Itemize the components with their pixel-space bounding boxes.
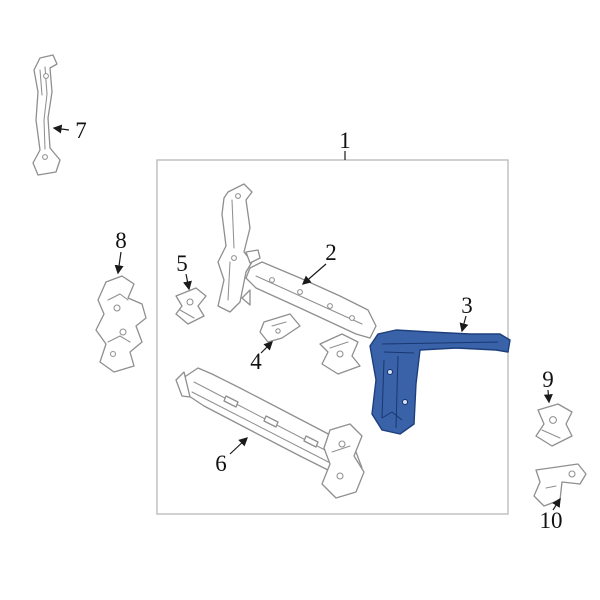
leader-line-2 xyxy=(301,263,327,285)
part-4-drawing[interactable] xyxy=(259,313,301,343)
leader-line-10 xyxy=(552,497,561,511)
leader-line-6 xyxy=(229,437,248,455)
assembly-center-bracket-drawing xyxy=(319,333,361,375)
callout-7[interactable]: 7 xyxy=(75,118,87,143)
part-2-drawing[interactable] xyxy=(241,261,377,339)
callout-2[interactable]: 2 xyxy=(325,240,337,265)
part-10-drawing[interactable] xyxy=(533,463,587,507)
callout-1[interactable]: 1 xyxy=(339,128,351,153)
callout-6[interactable]: 6 xyxy=(215,451,227,476)
leader-line-7 xyxy=(52,124,70,134)
part-5-drawing[interactable] xyxy=(175,287,207,325)
callout-10[interactable]: 10 xyxy=(540,508,563,533)
callout-3[interactable]: 3 xyxy=(461,293,473,318)
leader-line-4 xyxy=(260,341,273,354)
assembly-boundary-box xyxy=(156,159,509,515)
part-3-drawing[interactable] xyxy=(369,329,511,435)
leader-line-5 xyxy=(183,273,192,291)
leader-line-3 xyxy=(459,315,469,333)
part-7-drawing[interactable] xyxy=(32,54,61,176)
assembly-pillar-drawing xyxy=(217,183,261,313)
leader-line-8 xyxy=(114,251,124,275)
assembly-lower-bracket-drawing xyxy=(321,423,365,499)
callout-5[interactable]: 5 xyxy=(176,251,188,276)
callout-4[interactable]: 4 xyxy=(250,349,262,374)
part-6-drawing[interactable] xyxy=(175,367,363,481)
callout-9[interactable]: 9 xyxy=(542,367,554,392)
part-3-body[interactable] xyxy=(369,329,511,435)
part-8-drawing[interactable] xyxy=(95,275,147,373)
leader-line-9 xyxy=(543,389,553,404)
callout-8[interactable]: 8 xyxy=(115,228,127,253)
part-9-drawing[interactable] xyxy=(535,403,573,447)
